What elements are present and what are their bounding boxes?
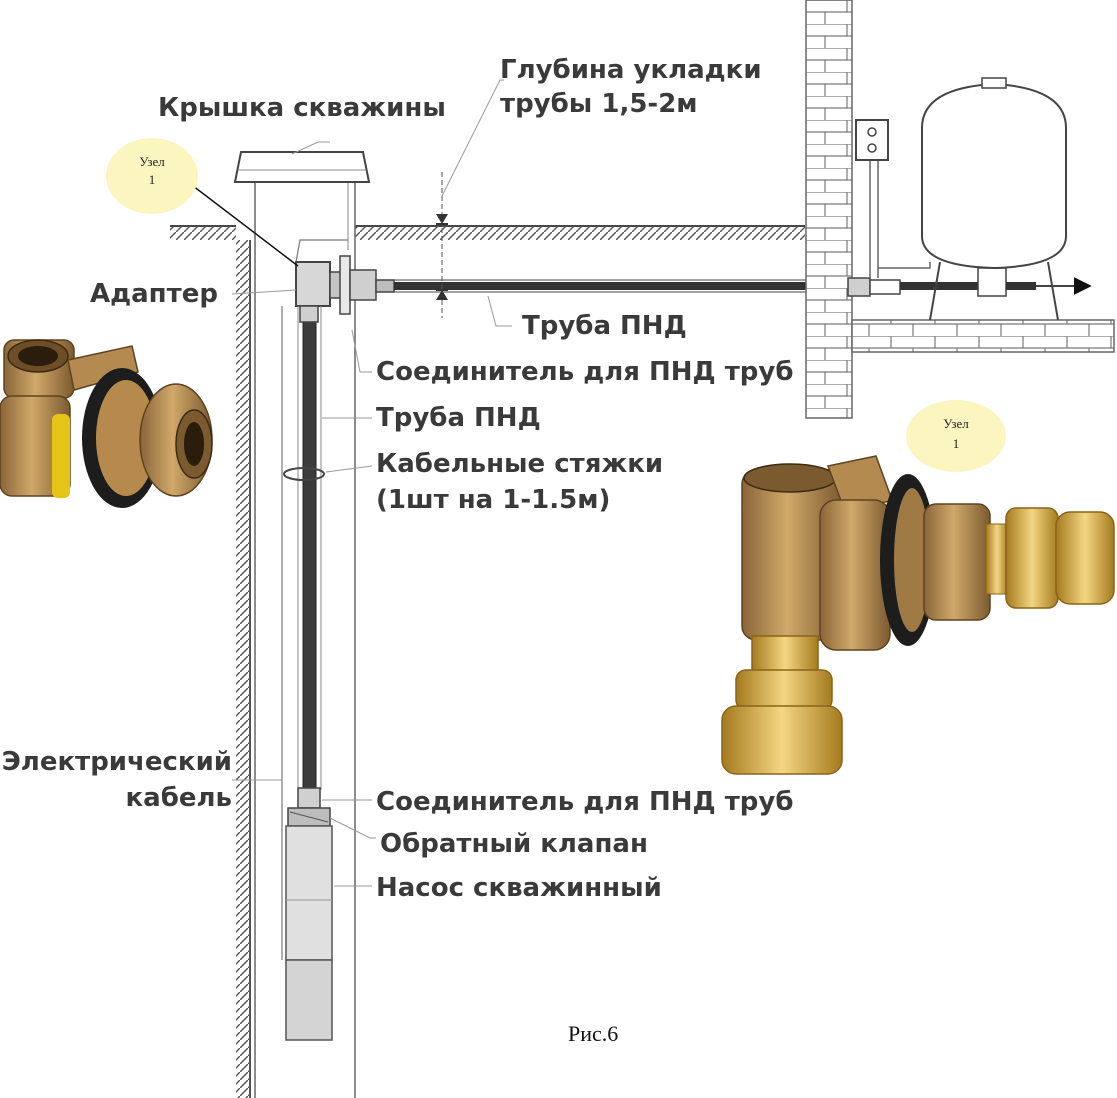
label-electric-cable-line1: Электрический <box>2 747 232 777</box>
ground-surface <box>170 225 805 240</box>
node-bubble-right-line2: 1 <box>953 436 960 451</box>
pump-assembly <box>281 306 333 1041</box>
label-check-valve: Обратный клапан <box>380 829 648 859</box>
well-casing <box>236 180 356 1098</box>
label-pipe-pnd-mid: Труба ПНД <box>376 403 541 433</box>
label-electric-cable-line2: кабель <box>126 783 232 813</box>
vertical-pnd-pipe <box>297 305 322 791</box>
label-connector-bottom: Соединитель для ПНД труб <box>376 787 794 817</box>
adapter-in-well <box>295 239 395 315</box>
label-cable-ties-line1: Кабельные стяжки <box>376 449 663 479</box>
house-wall <box>805 0 1115 419</box>
leader-lines <box>231 79 512 887</box>
node-bubble-right: Узел 1 <box>906 400 1006 472</box>
adapter-photo <box>0 339 213 508</box>
label-cable-ties-line2: (1шт на 1-1.5м) <box>376 485 610 515</box>
house-piping <box>847 160 1092 297</box>
node-bubble-right-line1: Узел <box>943 416 969 431</box>
node-callout-arrow <box>178 175 299 267</box>
label-adapter: Адаптер <box>90 279 218 309</box>
label-pipe-pnd-top: Труба ПНД <box>522 311 687 341</box>
horizontal-pnd-pipe <box>394 279 850 293</box>
cable-tie <box>283 467 325 481</box>
well-cap <box>233 151 371 183</box>
depth-dimension <box>436 172 448 318</box>
expansion-tank <box>921 77 1067 321</box>
label-pump: Насос скважинный <box>376 873 662 903</box>
label-depth-line2: трубы 1,5-2м <box>500 89 698 119</box>
label-connector-top: Соединитель для ПНД труб <box>376 357 794 387</box>
node-detail-photo <box>721 455 1115 775</box>
pressure-switch <box>855 119 889 161</box>
label-well-cap: Крышка скважины <box>158 93 446 123</box>
node-bubble-left-line1: Узел <box>139 154 165 169</box>
node-bubble-left: Узел 1 <box>106 138 198 214</box>
label-depth-line1: Глубина укладки <box>500 55 762 85</box>
node-bubble-left-line2: 1 <box>149 172 156 187</box>
figure-caption: Рис.6 <box>568 1021 618 1046</box>
